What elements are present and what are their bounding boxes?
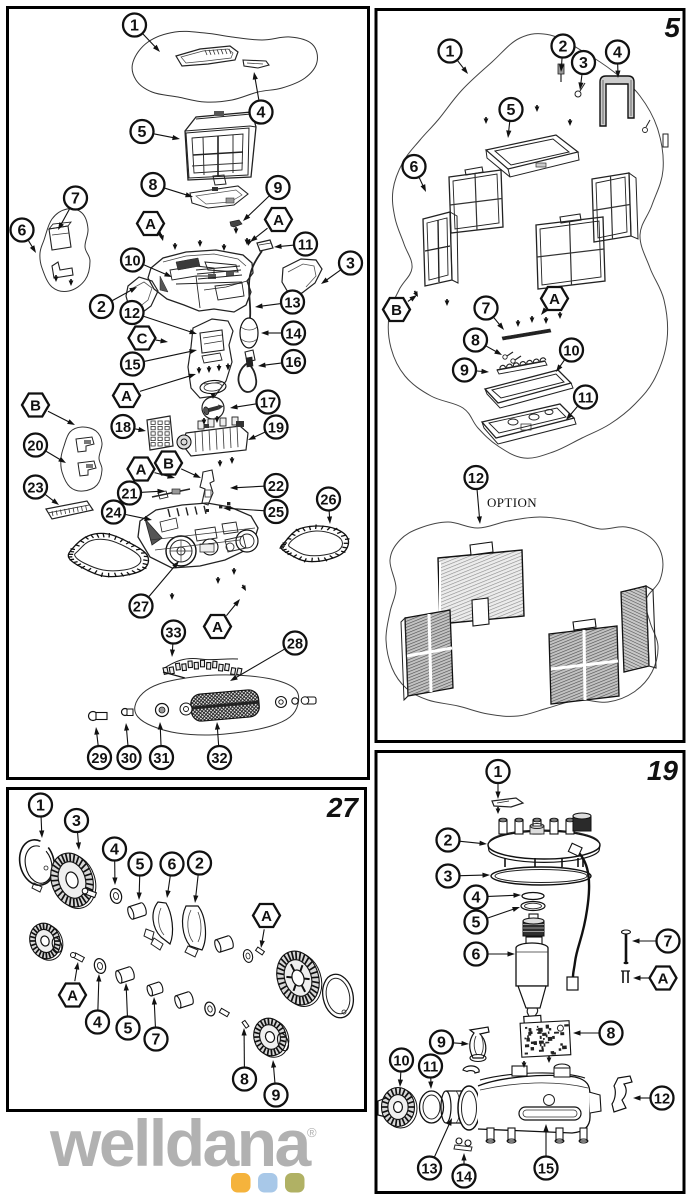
svg-text:31: 31	[153, 751, 169, 767]
svg-text:2: 2	[559, 39, 568, 56]
svg-text:8: 8	[607, 1026, 616, 1043]
svg-text:9: 9	[437, 1035, 446, 1052]
svg-text:4: 4	[93, 1015, 102, 1032]
svg-text:25: 25	[268, 505, 284, 521]
svg-text:22: 22	[268, 479, 284, 495]
svg-text:A: A	[121, 388, 132, 405]
svg-text:5: 5	[472, 915, 481, 932]
svg-text:4: 4	[110, 842, 119, 859]
svg-text:12: 12	[654, 1092, 670, 1108]
svg-text:9: 9	[460, 363, 469, 380]
svg-text:6: 6	[168, 857, 177, 874]
svg-text:®: ®	[307, 1125, 317, 1140]
svg-text:10: 10	[563, 344, 579, 360]
svg-text:10: 10	[393, 1054, 409, 1070]
svg-text:A: A	[212, 619, 223, 636]
svg-text:7: 7	[71, 191, 80, 208]
svg-text:5: 5	[136, 857, 145, 874]
svg-text:11: 11	[298, 238, 313, 254]
svg-text:A: A	[136, 462, 147, 479]
svg-text:20: 20	[27, 439, 43, 455]
svg-text:A: A	[273, 212, 284, 229]
svg-text:13: 13	[421, 1162, 437, 1178]
svg-text:9: 9	[272, 1088, 281, 1105]
svg-text:OPTION: OPTION	[487, 495, 537, 510]
svg-text:6: 6	[410, 159, 419, 176]
svg-text:B: B	[391, 302, 402, 319]
svg-text:3: 3	[346, 256, 355, 273]
svg-text:6: 6	[18, 223, 27, 240]
svg-text:7: 7	[482, 301, 491, 318]
svg-text:welldana: welldana	[49, 1106, 313, 1180]
svg-text:15: 15	[124, 358, 140, 374]
svg-text:A: A	[658, 971, 669, 988]
svg-text:A: A	[67, 988, 78, 1005]
svg-text:32: 32	[211, 751, 227, 767]
svg-text:5: 5	[124, 1021, 133, 1038]
svg-text:1: 1	[494, 764, 503, 781]
svg-text:1: 1	[446, 44, 455, 61]
svg-text:B: B	[163, 456, 174, 473]
svg-text:26: 26	[320, 493, 336, 509]
svg-text:21: 21	[121, 487, 137, 503]
svg-text:30: 30	[121, 751, 137, 767]
svg-text:33: 33	[165, 626, 181, 642]
svg-text:5: 5	[664, 12, 680, 43]
svg-text:19: 19	[268, 421, 284, 437]
svg-text:19: 19	[647, 755, 679, 786]
svg-text:24: 24	[105, 506, 121, 522]
svg-text:27: 27	[326, 792, 360, 823]
svg-text:6: 6	[472, 947, 481, 964]
svg-text:17: 17	[260, 396, 276, 412]
svg-text:2: 2	[97, 299, 106, 316]
svg-text:10: 10	[124, 254, 140, 270]
svg-text:8: 8	[149, 177, 158, 194]
svg-text:7: 7	[664, 934, 673, 951]
svg-text:C: C	[137, 331, 148, 348]
svg-text:28: 28	[287, 637, 303, 653]
svg-text:12: 12	[468, 471, 484, 487]
svg-text:12: 12	[124, 306, 140, 322]
svg-text:29: 29	[91, 751, 107, 767]
svg-text:5: 5	[507, 102, 516, 119]
svg-text:1: 1	[36, 798, 45, 815]
svg-text:14: 14	[456, 1170, 472, 1186]
svg-text:2: 2	[195, 856, 204, 873]
svg-text:23: 23	[27, 481, 43, 497]
svg-text:16: 16	[285, 355, 301, 371]
svg-text:B: B	[30, 398, 41, 415]
svg-text:A: A	[145, 216, 156, 233]
svg-text:5: 5	[138, 124, 147, 141]
svg-text:8: 8	[240, 1072, 249, 1089]
svg-text:15: 15	[538, 1162, 554, 1178]
svg-text:7: 7	[152, 1032, 161, 1049]
svg-text:4: 4	[257, 105, 266, 122]
svg-text:A: A	[549, 291, 560, 308]
svg-text:3: 3	[444, 869, 453, 886]
svg-text:11: 11	[423, 1060, 438, 1076]
svg-text:3: 3	[579, 55, 588, 72]
svg-text:14: 14	[285, 327, 301, 343]
svg-text:1: 1	[130, 18, 139, 35]
svg-text:13: 13	[284, 296, 300, 312]
svg-text:11: 11	[578, 391, 593, 407]
svg-text:8: 8	[471, 333, 480, 350]
svg-text:4: 4	[613, 45, 622, 62]
svg-text:27: 27	[133, 600, 149, 616]
svg-text:3: 3	[72, 813, 81, 830]
svg-text:9: 9	[274, 180, 283, 197]
svg-text:4: 4	[472, 890, 481, 907]
svg-text:2: 2	[444, 833, 453, 850]
svg-text:18: 18	[115, 420, 131, 436]
svg-text:A: A	[261, 908, 272, 925]
